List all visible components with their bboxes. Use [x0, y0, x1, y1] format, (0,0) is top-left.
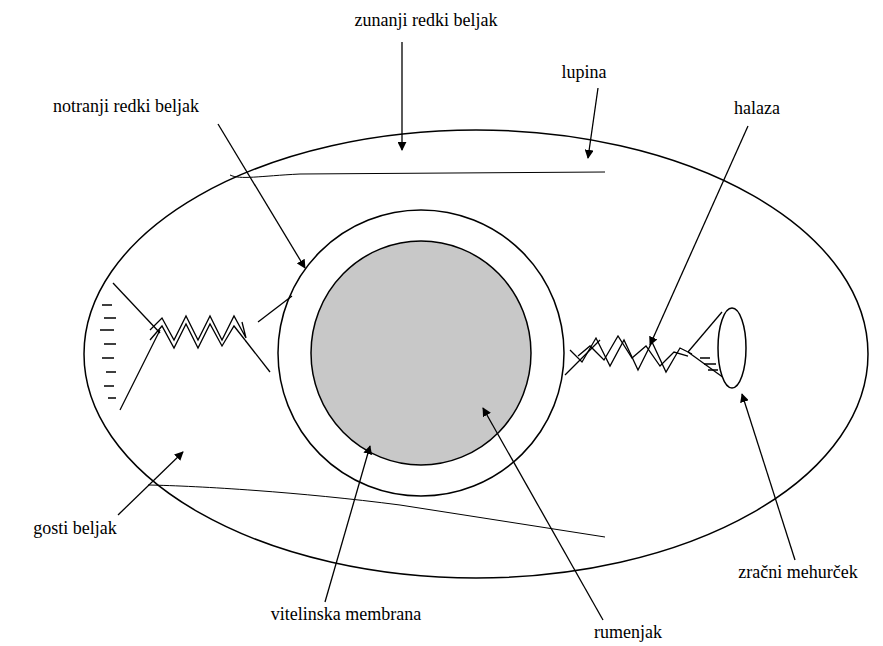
albumen-boundary	[230, 172, 605, 177]
inner-albumen-outline	[278, 210, 564, 496]
yolk	[311, 241, 531, 465]
albumen-boundary	[148, 485, 605, 537]
part-label: vitelinska membrana	[269, 604, 423, 624]
shell-outline	[84, 130, 868, 578]
part-label: lupina	[560, 62, 609, 82]
chalaza-right	[565, 312, 735, 386]
part-label: zračni mehurček	[736, 562, 859, 582]
part-label: gosti beljak	[31, 518, 119, 538]
leader-arrows	[118, 42, 795, 620]
air-cell	[718, 308, 746, 388]
part-label: notranji redki beljak	[51, 96, 201, 116]
part-label: rumenjak	[592, 622, 664, 642]
part-label: halaza	[732, 98, 782, 118]
part-label: zunanji redki beljak	[353, 10, 500, 30]
chalaza-left	[100, 283, 292, 410]
